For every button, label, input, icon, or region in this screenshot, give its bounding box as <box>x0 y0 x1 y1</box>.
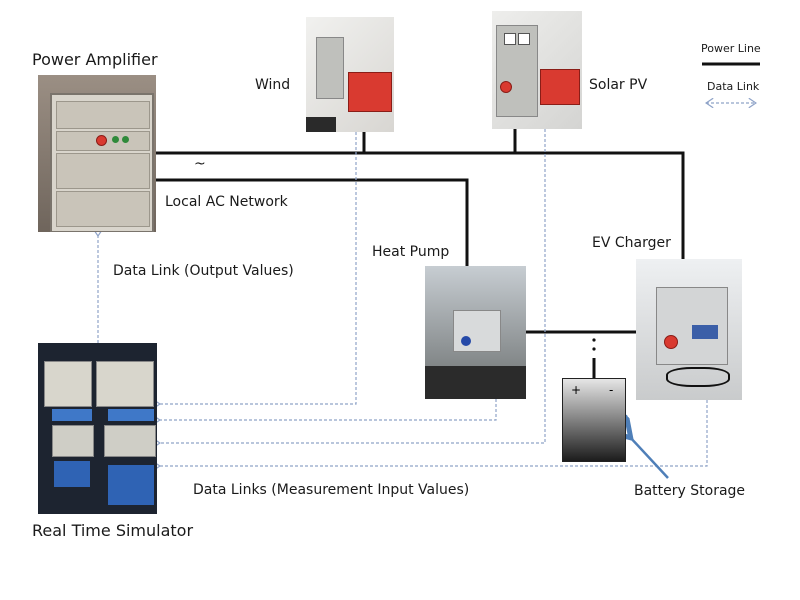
power-line-upper-bus <box>156 151 685 260</box>
wind-photo <box>306 17 394 132</box>
data-link-ev <box>160 400 708 466</box>
data-link-heat-pump <box>160 399 497 420</box>
power-amplifier-label: Power Amplifier <box>32 50 158 69</box>
ev-charger-photo <box>636 259 742 400</box>
power-amplifier-photo <box>38 75 156 232</box>
battery-storage-symbol: + - <box>562 378 626 462</box>
real-time-simulator-photo <box>38 343 157 514</box>
data-link-wind <box>160 132 357 404</box>
wind-label: Wind <box>255 77 291 93</box>
legend-power-line-label: Power Line <box>701 42 761 55</box>
solar-pv-label: Solar PV <box>589 77 648 93</box>
solar-pv-photo <box>492 11 582 129</box>
battery-pointer-arrow <box>629 436 669 479</box>
data-link-solar <box>160 129 546 443</box>
ac-symbol: ~ <box>194 156 206 172</box>
battery-minus-terminal: - <box>609 383 614 397</box>
data-link-output-values-label: Data Link (Output Values) <box>113 263 294 279</box>
data-links-measurement-label: Data Links (Measurement Input Values) <box>193 482 470 498</box>
ev-charger-label: EV Charger <box>592 235 671 251</box>
battery-plus-terminal: + <box>571 383 582 397</box>
legend-data-link-label: Data Link <box>707 80 760 93</box>
heat-pump-label: Heat Pump <box>372 244 450 260</box>
battery-storage-label: Battery Storage <box>634 483 746 499</box>
power-line-lower-bus <box>156 178 469 266</box>
real-time-simulator-label: Real Time Simulator <box>32 521 194 540</box>
heat-pump-photo <box>425 266 526 399</box>
local-ac-network-label: Local AC Network <box>165 194 288 210</box>
